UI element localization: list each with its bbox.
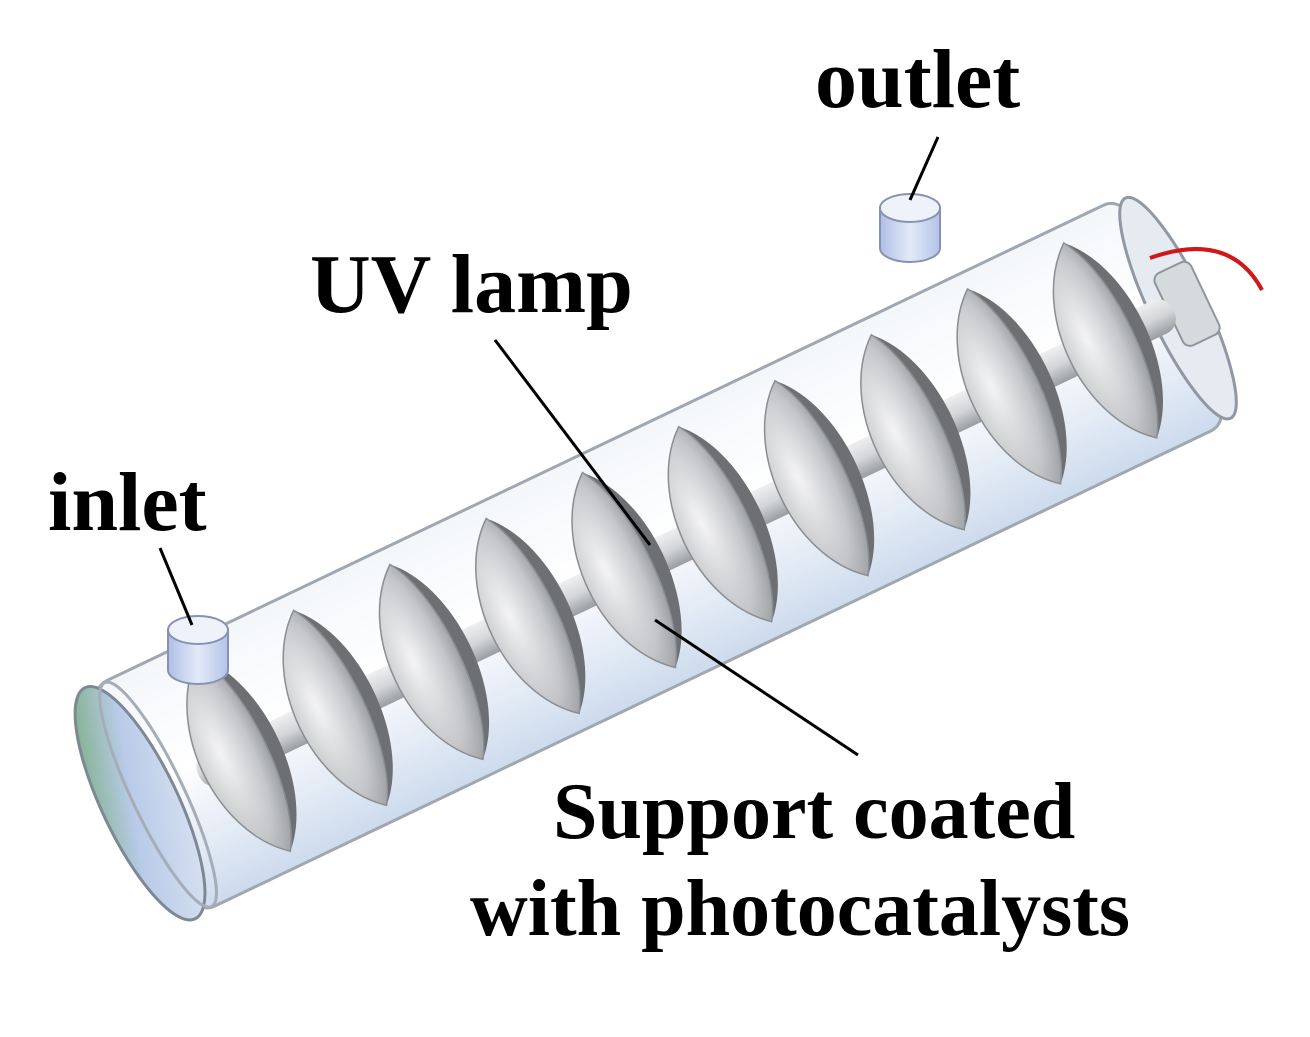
helix-turn-disc: [571, 471, 678, 669]
helix-turn: [763, 379, 875, 577]
support-label-line1: Support coated: [553, 768, 1075, 856]
helix-turn: [186, 655, 297, 853]
helix-turn: [571, 471, 682, 669]
helix-turn-disc: [667, 425, 774, 623]
helix-turn-disc: [475, 517, 581, 715]
helix-turn-shadow: [293, 610, 393, 806]
helix-turn: [475, 517, 586, 715]
outlet-nozzle: [879, 193, 941, 263]
inlet-end-cap: [73, 685, 207, 922]
helix-turn-shadow: [389, 564, 490, 760]
helix-turn: [378, 563, 490, 761]
helical-support: [186, 241, 1163, 853]
helix-turn-shadow: [1063, 242, 1163, 438]
helix-turn-shadow: [774, 380, 875, 576]
helix-turn-shadow: [967, 288, 1067, 484]
helix-turn: [860, 333, 971, 531]
inlet-label: inlet: [48, 456, 207, 549]
helix-turn: [282, 609, 393, 807]
helix-turn-shadow: [678, 426, 778, 622]
power-wire: [1149, 247, 1264, 291]
support-leader-line: [654, 618, 859, 757]
helix-turn-disc: [1052, 241, 1159, 439]
inlet-leader-line: [158, 547, 194, 626]
helix-turn-disc: [282, 609, 389, 807]
helix-turn: [1052, 241, 1163, 439]
uv-lamp-label: UV lamp: [310, 238, 633, 331]
uv-lamp-leader-line: [493, 339, 652, 546]
helix-turn-shadow: [486, 518, 586, 714]
helix-turn: [667, 425, 778, 623]
inlet-nozzle: [167, 615, 229, 685]
helix-turn-shadow: [871, 334, 971, 530]
helix-turn-disc: [378, 563, 485, 761]
helix-turn-disc: [956, 287, 1063, 485]
outlet-leader-line: [908, 136, 940, 201]
helix-turn-disc: [186, 655, 292, 853]
helix-turn: [956, 287, 1067, 485]
reactor-tube: [73, 195, 1238, 922]
helix-turn-disc: [860, 333, 966, 531]
helix-turn-disc: [763, 379, 870, 577]
support-label-line2: with photocatalysts: [470, 865, 1130, 953]
outlet-label: outlet: [815, 33, 1020, 126]
helix-turn-shadow: [197, 656, 297, 852]
helix-turn-shadow: [582, 472, 682, 668]
inlet-end-cap-rim: [98, 680, 218, 909]
